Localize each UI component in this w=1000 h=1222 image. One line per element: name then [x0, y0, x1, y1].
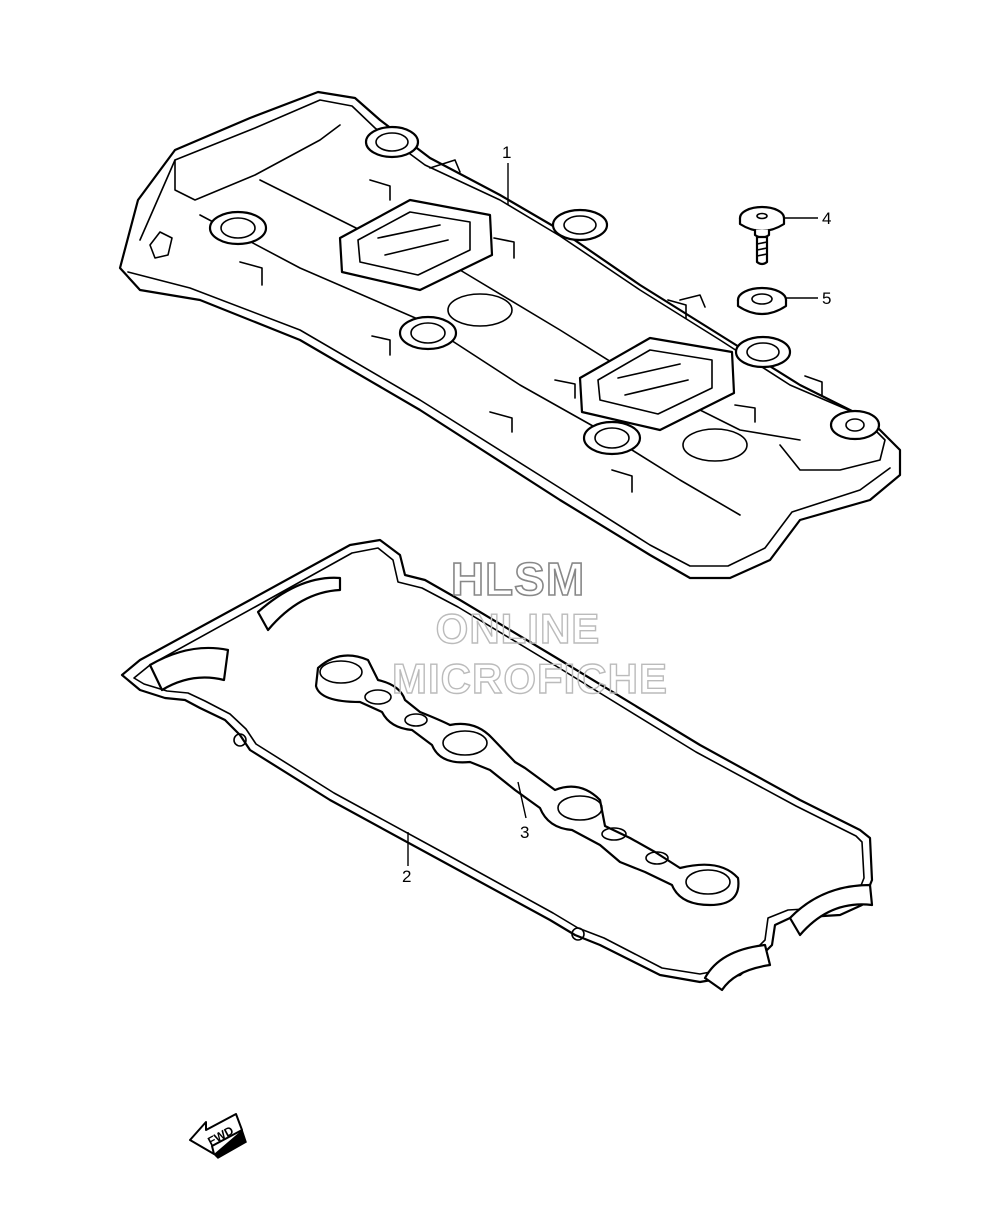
callout-1[interactable]: 1 — [502, 143, 511, 205]
plug-hole-gasket-part-3[interactable] — [314, 654, 740, 907]
breather-plate-2 — [578, 336, 736, 432]
bolt-part-4[interactable] — [738, 205, 786, 266]
plug-well-2 — [682, 428, 748, 462]
callout-label-1: 1 — [502, 143, 511, 162]
callout-5[interactable]: 5 — [786, 289, 831, 308]
bolt-boss-2 — [364, 125, 420, 159]
callout-label-2: 2 — [402, 867, 411, 886]
bolt-boss-3 — [551, 208, 609, 242]
callout-label-3: 3 — [520, 823, 529, 842]
bolt-boss-4 — [398, 315, 458, 351]
bolt-boss-1 — [208, 210, 268, 246]
bolt-boss-7 — [829, 409, 881, 441]
watermark-line-2: ONLINE — [436, 605, 601, 652]
leader-line-3 — [517, 781, 527, 819]
fwd-direction-marker: FWD — [189, 1113, 247, 1159]
bolt-boss-5 — [734, 335, 792, 369]
bolt-boss-6 — [582, 420, 642, 456]
callout-4[interactable]: 4 — [784, 209, 831, 228]
breather-plate-1 — [338, 198, 494, 292]
watermark-line-1: HLSM — [451, 553, 585, 605]
callout-2[interactable]: 2 — [402, 832, 411, 886]
callout-3[interactable]: 3 — [517, 781, 529, 842]
plug-well-1 — [447, 293, 513, 327]
cylinder-head-cover-part-1[interactable] — [118, 90, 902, 580]
watermark: HLSM ONLINE MICROFICHE — [391, 552, 668, 703]
fwd-arrow-icon — [189, 1113, 247, 1159]
callout-label-4: 4 — [822, 209, 831, 228]
washer-part-5[interactable] — [736, 286, 788, 316]
watermark-line-3: MICROFICHE — [392, 655, 668, 702]
callout-label-5: 5 — [822, 289, 831, 308]
